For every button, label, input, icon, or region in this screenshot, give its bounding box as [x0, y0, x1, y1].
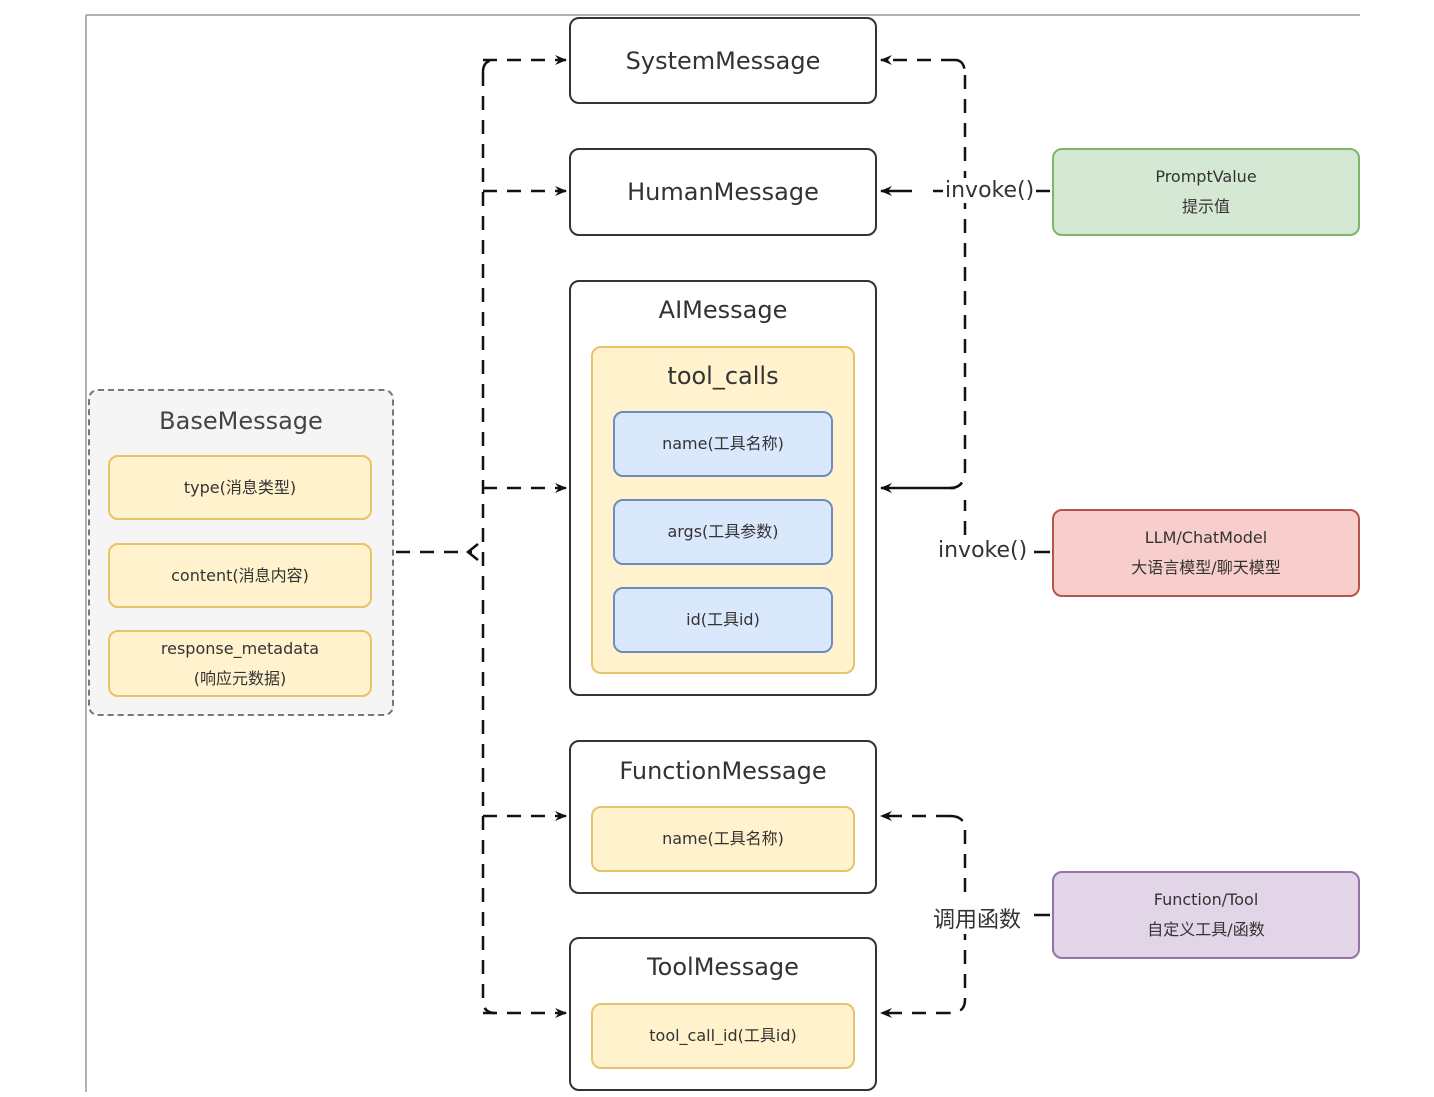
prompt-value-node: PromptValue 提示值: [1052, 148, 1360, 236]
base-message-title: BaseMessage: [159, 407, 323, 435]
tool-call-args: args(工具参数): [613, 499, 833, 565]
ai-message-title: AIMessage: [658, 296, 788, 324]
function-tool-node: Function/Tool 自定义工具/函数: [1052, 871, 1360, 959]
tool-call-name: name(工具名称): [613, 411, 833, 477]
left-trunk: [481, 58, 496, 1015]
llm-node: LLM/ChatModel 大语言模型/聊天模型: [1052, 509, 1360, 597]
tool-message-field: tool_call_id(工具id): [591, 1003, 855, 1069]
tool-calls-title: tool_calls: [667, 362, 779, 390]
llm-invoke-label: invoke(): [936, 538, 1030, 563]
system-message-label: SystemMessage: [625, 46, 821, 75]
field-content: content(消息内容): [108, 543, 372, 608]
field-response-metadata: response_metadata (响应元数据): [108, 630, 372, 697]
tool-call-id: id(工具id): [613, 587, 833, 653]
prompt-invoke-label: invoke(): [943, 178, 1037, 203]
human-message-label: HumanMessage: [627, 178, 819, 206]
function-message-field: name(工具名称): [591, 806, 855, 872]
function-message-title: FunctionMessage: [619, 757, 827, 785]
system-message-box: SystemMessage: [569, 17, 877, 104]
tool-message-title: ToolMessage: [647, 953, 799, 981]
function-call-label: 调用函数: [931, 902, 1024, 934]
field-type: type(消息类型): [108, 455, 372, 520]
human-message-box: HumanMessage: [569, 148, 877, 236]
